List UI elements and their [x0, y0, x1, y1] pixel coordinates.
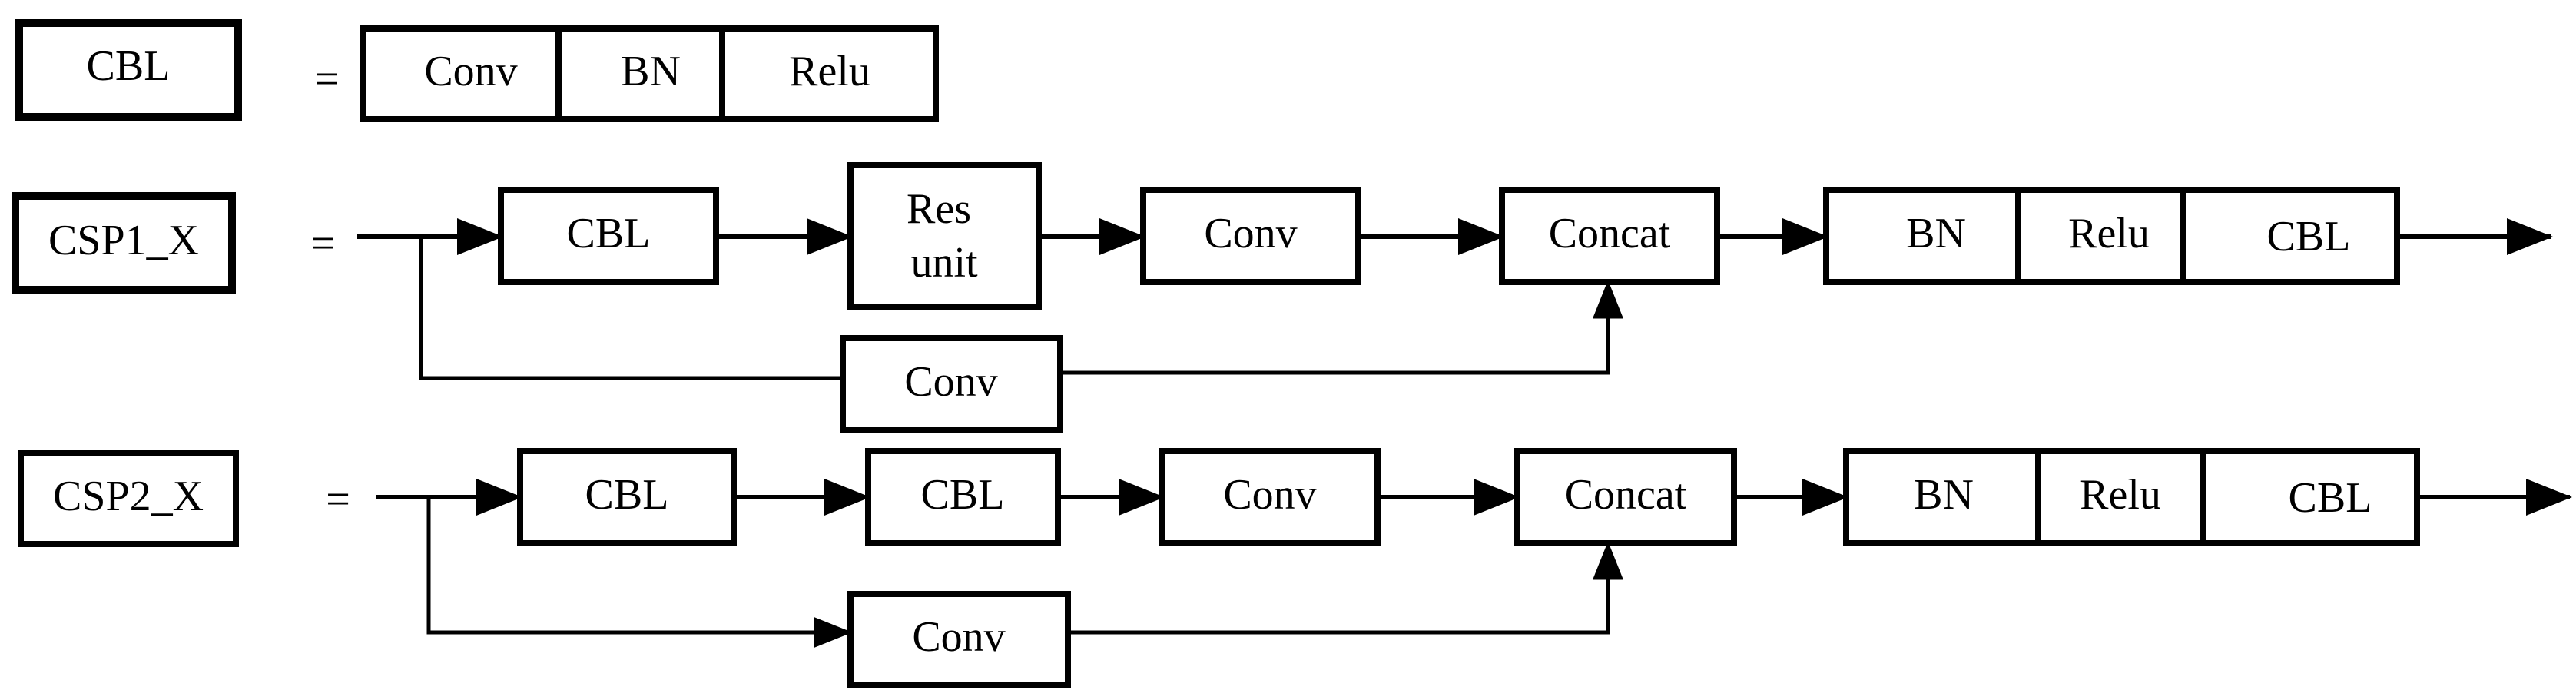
csp2-equals: = [326, 476, 350, 523]
row-csp2: CSP2_X = CBL CBL Conv Concat BN Relu CBL… [18, 448, 2572, 688]
csp2-label-box [18, 450, 239, 547]
csp1-res-unit-label: Res unit [907, 185, 982, 287]
csp1-label: CSP1_X [48, 217, 199, 264]
cbl-equals: = [314, 55, 339, 103]
cbl-parts-box [360, 25, 939, 122]
csp2-branch-conv-box [847, 591, 1071, 688]
csp2-concat-label: Concat [1565, 471, 1687, 519]
csp1-tail-cbl-label: CBL [2267, 213, 2351, 260]
csp2-cbl-label-1: CBL [585, 471, 669, 519]
csp1-branch-conv-box [840, 335, 1063, 433]
csp1-label-box [12, 192, 236, 294]
csp1-equals: = [310, 220, 335, 267]
csp1-res-unit-line: Res [907, 185, 971, 233]
csp1-cbl-label: CBL [567, 210, 651, 257]
csp2-branch-line [426, 497, 853, 648]
csp1-concat-label: Concat [1549, 210, 1671, 257]
csp1-relu-label: Relu [2068, 210, 2150, 257]
cbl-label-box [15, 19, 242, 121]
csp1-branch-to-concat [1060, 280, 1623, 375]
csp2-bn-label: BN [1914, 471, 1974, 519]
csp1-conv-label: Conv [1204, 210, 1297, 257]
cbl-conv-label: Conv [424, 48, 517, 95]
csp2-branch-to-concat [1068, 541, 1623, 635]
cbl-bn-label: BN [621, 48, 681, 95]
csp1-branch-conv-label: Conv [904, 358, 997, 406]
csp1-res-unit-line: unit [910, 239, 978, 287]
csp2-conv-label: Conv [1223, 471, 1316, 519]
csp1-bn-label: BN [1906, 210, 1966, 257]
csp2-tail-cbl-label: CBL [2289, 474, 2372, 522]
cbl-relu-label: Relu [789, 48, 870, 95]
csp2-cbl-label-2: CBL [921, 471, 1005, 519]
cbl-label: CBL [87, 42, 171, 90]
csp2-relu-label: Relu [2080, 471, 2161, 519]
row-cbl: CBL = Conv BN Relu [15, 19, 939, 122]
csp2-label: CSP2_X [53, 473, 204, 520]
csp2-branch-conv-label: Conv [912, 613, 1005, 661]
csp1-branch-line [419, 237, 843, 380]
row-csp1: CSP1_X = CBL Res unit Conv Concat BN Rel… [12, 162, 2553, 433]
